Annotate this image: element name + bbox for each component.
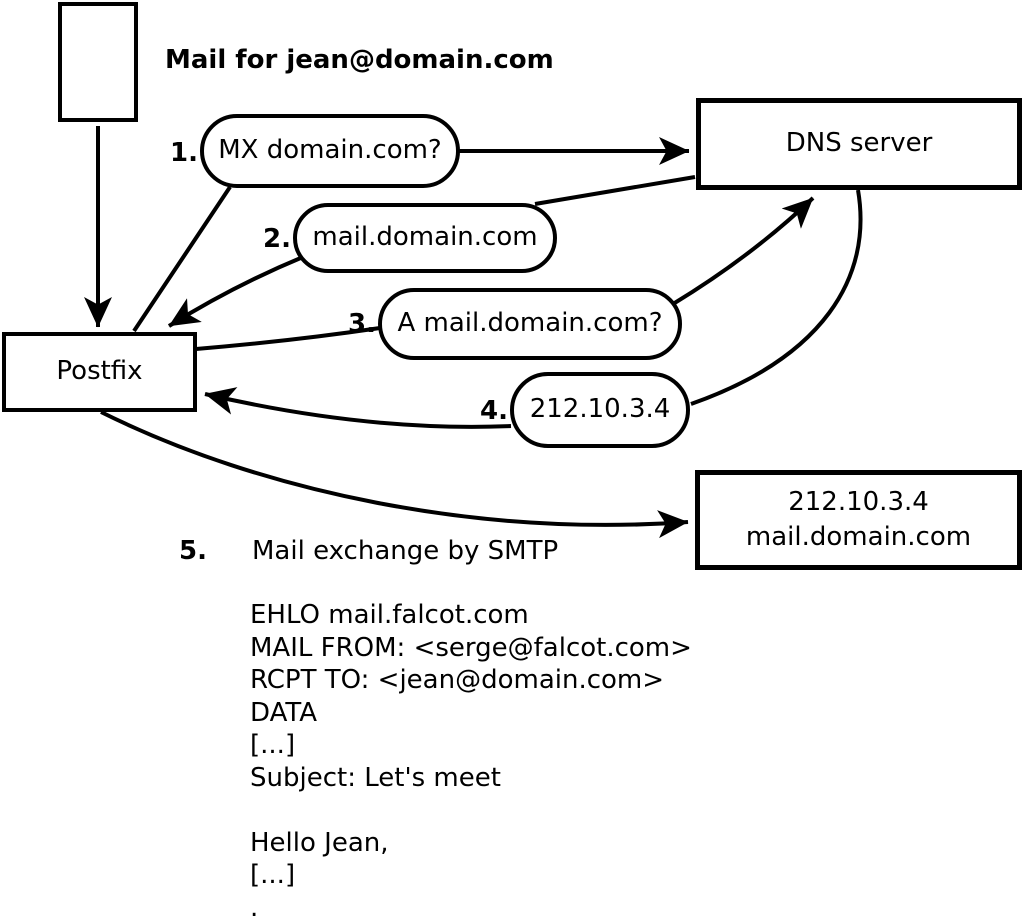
arrow-postfix-to-target-smtp [100,410,689,539]
line-postfix-to-query1 [132,185,232,333]
step-1-bubble: MX domain.com? [200,114,460,188]
target-server-ip: 212.10.3.4 [788,487,929,517]
line-dns-to-answer2 [534,175,696,206]
step-2-number: 2. [263,224,291,254]
smtp-session-line: EHLO mail.falcot.com [250,600,529,630]
mail-note: Mail for jean@domain.com [165,45,554,75]
step-3-label: A mail.domain.com? [397,308,663,339]
target-server-box: 212.10.3.4 mail.domain.com [695,470,1022,570]
arrow-query3-to-dns [671,196,815,306]
dns-server-label: DNS server [785,128,933,159]
step-4-label: 212.10.3.4 [529,394,671,425]
step-1-label: MX domain.com? [218,135,442,166]
smtp-session-line: MAIL FROM: <serge@falcot.com> [250,632,692,663]
step-3-bubble: A mail.domain.com? [378,288,682,360]
smtp-session-line: Subject: Let's meet [250,762,501,793]
step-4-number: 4. [480,396,508,426]
step-1-number: 1. [170,138,198,168]
step-2-bubble: mail.domain.com [293,203,557,273]
arrow-answer4-to-postfix [204,387,512,429]
smtp-session-line: Hello Jean, [250,827,389,858]
line-dns-to-answer4 [690,189,863,406]
dns-server-box: DNS server [696,98,1022,190]
mail-envelope-box [58,2,138,122]
step-2-label: mail.domain.com [312,222,538,253]
smtp-session-line: [...] [250,860,296,890]
postfix-label: Postfix [56,356,143,387]
step-3-number: 3. [348,309,376,339]
step-5-number: 5. [179,536,207,566]
smtp-session-line: DATA [250,697,317,728]
smtp-session-line [250,794,692,827]
smtp-session-line: RCPT TO: <jean@domain.com> [250,665,665,695]
smtp-session-line: [...] [250,730,296,760]
smtp-session-line: . [250,892,259,919]
line-postfix-to-query3 [195,326,381,351]
target-server-hostname: mail.domain.com [745,522,972,552]
step-5-label: Mail exchange by SMTP [252,536,559,566]
postfix-box: Postfix [2,332,197,412]
step-4-bubble: 212.10.3.4 [510,372,690,448]
smtp-session-block: EHLO mail.falcot.com MAIL FROM: <serge@f… [250,599,692,919]
arrow-answer2-to-postfix [167,255,304,328]
